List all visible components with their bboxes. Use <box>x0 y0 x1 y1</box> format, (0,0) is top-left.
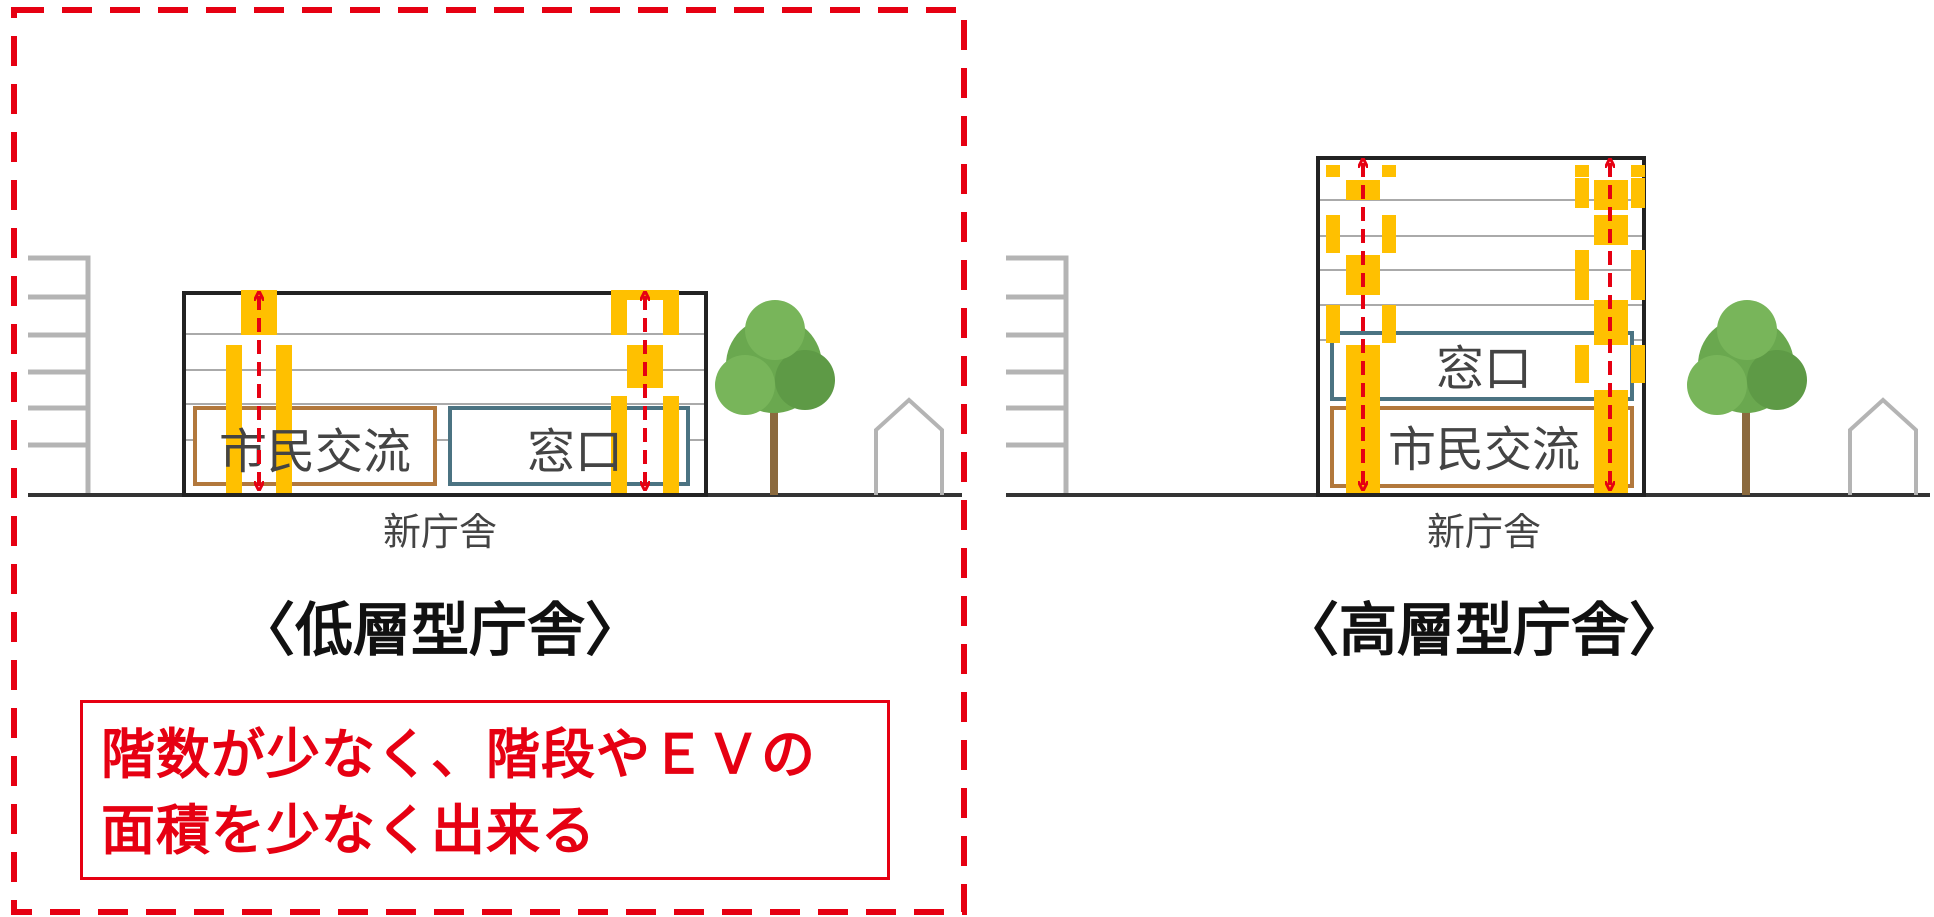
civic-exchange-label: 市民交流 <box>219 424 411 480</box>
note-box: 階数が少なく、階段やＥＶの 面積を少なく出来る <box>80 700 890 880</box>
high-rise-caption: 〈高層型庁舎〉 <box>1281 596 1687 664</box>
building-label: 新庁舎 <box>383 510 497 554</box>
highlight-frame <box>11 7 967 915</box>
house-icon <box>1848 397 1918 495</box>
neighbor-building-right <box>1006 255 1069 495</box>
low-rise-caption: 〈低層型庁舎〉 <box>237 596 643 664</box>
low-rise-panel: 市民交流 窓口 新庁舎 〈低層型庁舎〉 <box>11 7 967 915</box>
civic-exchange-box <box>1330 406 1634 488</box>
tree-icon <box>715 300 835 495</box>
window-label: 窓口 <box>527 424 623 480</box>
high-rise-panel: 窓口 市民交流 新庁舎 〈高層型庁舎〉 <box>1006 156 1930 664</box>
note-line-1: 階数が少なく、階段やＥＶの <box>101 723 816 786</box>
tree-icon <box>1687 300 1807 495</box>
building-label: 新庁舎 <box>1427 510 1541 554</box>
window-label: 窓口 <box>1436 341 1532 397</box>
neighbor-building-left <box>28 255 91 495</box>
note-line-2: 面積を少なく出来る <box>101 799 596 862</box>
note-text: 階数が少なく、階段やＥＶの 面積を少なく出来る <box>101 717 869 869</box>
house-icon <box>874 397 944 495</box>
civic-exchange-label: 市民交流 <box>1388 422 1580 478</box>
